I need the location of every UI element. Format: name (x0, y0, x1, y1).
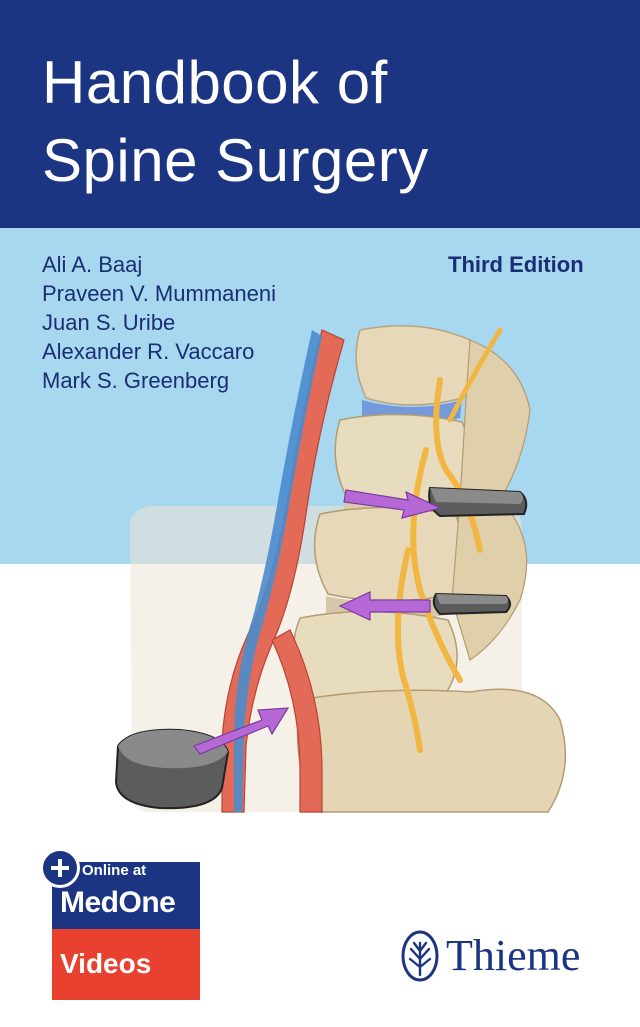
interbody-cage-1 (428, 486, 528, 518)
spine-illustration (114, 325, 567, 813)
nerve-root-2 (410, 447, 463, 683)
publisher-name: Thieme (446, 931, 581, 980)
book-title-line-1: Handbook of (42, 49, 388, 116)
author-name: Juan S. Uribe (42, 310, 176, 335)
title-band (0, 0, 640, 228)
nerve-root-4 (447, 327, 503, 423)
plus-icon (40, 848, 80, 888)
insertion-arrow-2 (338, 591, 431, 621)
author-list: Ali A. Baaj Praveen V. Mummaneni Juan S.… (42, 250, 276, 395)
badge-online-label: Online at (82, 862, 147, 879)
author-name: Praveen V. Mummaneni (42, 281, 276, 306)
vertebra-3 (313, 506, 465, 602)
edition-label: Third Edition (448, 252, 584, 277)
tree-icon (401, 930, 439, 982)
publisher-logo: Thieme (400, 925, 600, 987)
interbody-cage-2 (432, 592, 511, 616)
author-name: Ali A. Baaj (42, 252, 143, 277)
vertebra-1 (355, 325, 478, 406)
badge-medone-label: MedOne (60, 886, 176, 919)
nerve-root-1 (433, 377, 483, 553)
insertion-arrow-3 (193, 707, 290, 755)
badge-videos-label: Videos (60, 948, 152, 979)
badge-bottom-panel (52, 929, 200, 1000)
book-title-line-2: Spine Surgery (42, 127, 429, 194)
iliac-artery (271, 629, 323, 813)
insertion-arrow-1 (343, 489, 442, 519)
author-name: Mark S. Greenberg (42, 368, 230, 393)
author-name: Alexander R. Vaccaro (42, 339, 255, 364)
sacrum (296, 688, 567, 813)
medone-badge[interactable]: Online at MedOne Videos (40, 848, 200, 1000)
nerve-root-3 (394, 547, 423, 753)
vena-cava (234, 330, 322, 812)
